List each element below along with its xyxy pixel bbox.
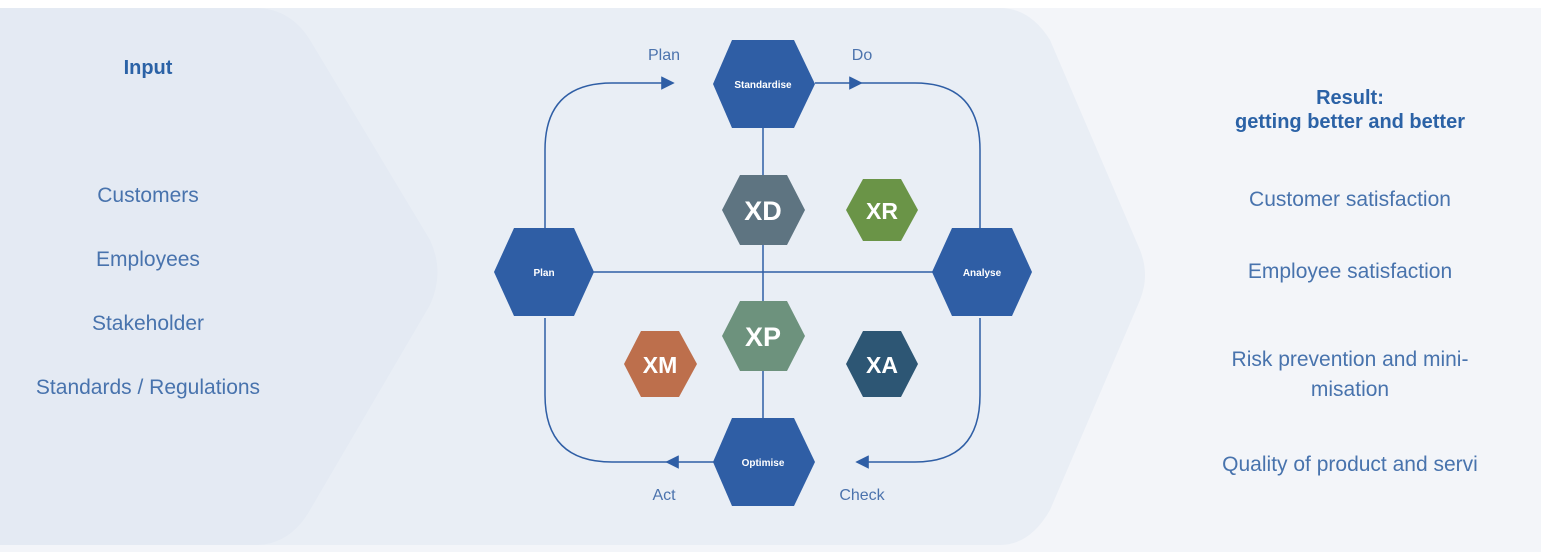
result-title-line1: Result: [1316,87,1384,109]
input-chevron-panel [0,8,438,545]
input-item-standards: Standards / Regulations [35,376,261,399]
optimise-hexagon [713,418,815,506]
xr-hexagon [846,179,918,241]
input-item-employees: Employees [96,248,200,271]
xa-label: XA [866,352,898,378]
standardise-label: Standardise [734,80,792,91]
analyse-label: Analyse [963,268,1002,279]
xp-label: XP [745,322,781,352]
analyse-hexagon [932,228,1032,316]
module-hexagons [624,175,918,397]
cycle-hexagons [494,40,1032,506]
result-title-line2: getting better and better [1234,111,1465,133]
standardise-hexagon [713,40,815,128]
xm-hexagon [624,331,697,397]
result-item-risk-line2: misation [1310,378,1390,401]
optimise-label: Optimise [742,458,785,469]
arrow-label-do: Do [852,47,873,64]
xd-hexagon [722,175,805,245]
arrow-label-check: Check [839,487,885,504]
xd-label: XD [744,196,782,226]
input-title: Input [123,57,173,79]
xp-hexagon [722,301,805,371]
xr-label: XR [866,198,898,224]
result-item-risk-line1: Risk prevention and mini- [1231,348,1469,371]
result-item-quality: Quality of product and servi [1222,453,1478,476]
xa-hexagon [846,331,918,397]
input-item-customers: Customers [97,184,199,207]
xm-label: XM [643,352,678,378]
result-item-employee-satisfaction: Employee satisfaction [1247,260,1453,283]
result-item-customer-satisfaction: Customer satisfaction [1249,188,1451,211]
plan-hexagon-label: Plan [533,268,554,279]
arrow-label-plan: Plan [648,47,680,64]
plan-hexagon [494,228,594,316]
arrow-label-act: Act [652,487,676,504]
input-item-stakeholder: Stakeholder [91,312,205,335]
